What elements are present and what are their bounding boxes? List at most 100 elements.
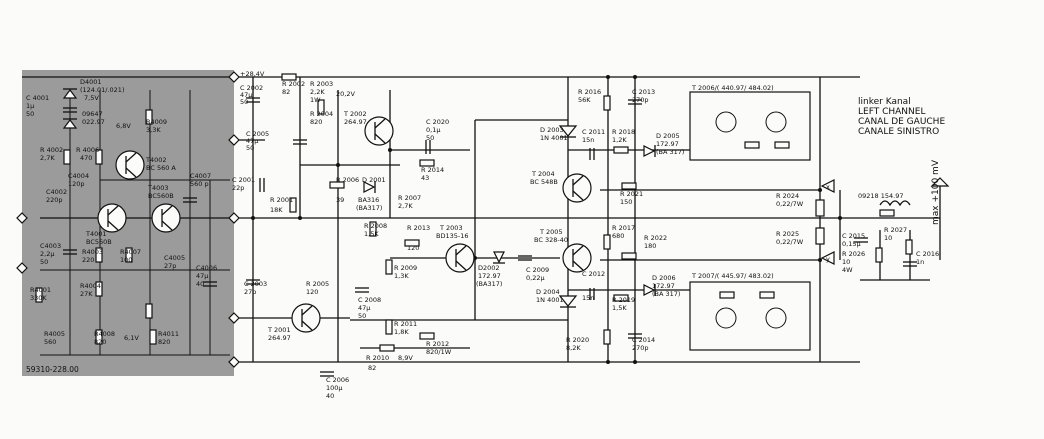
label-c2006: C 2006 xyxy=(326,376,349,384)
label-supply: +28,4V xyxy=(240,70,265,78)
preamp-region-shade xyxy=(22,70,234,376)
label-r2010: R 2010 xyxy=(366,354,389,362)
label-r2027v: 10 xyxy=(884,234,892,242)
label-t2001v: 264.97 xyxy=(268,334,291,342)
label-r2013v: 120 xyxy=(407,244,419,252)
label-t4003: T4003 xyxy=(147,184,169,192)
label-r2003: R 2003 xyxy=(310,80,333,88)
label-r4004v: 27K xyxy=(80,290,93,298)
label-v61: 6,1V xyxy=(124,334,139,342)
label-d2001w: (BA317) xyxy=(356,204,382,212)
label-c2014: C 2014 xyxy=(632,336,655,344)
label-c2020: C 2020 xyxy=(426,118,449,126)
label-c2001v: 22p xyxy=(232,184,244,192)
label-d2001: D 2001 xyxy=(362,176,386,184)
label-t2005: T 2005 xyxy=(539,228,563,236)
label-c2001: C 2001 xyxy=(232,176,255,184)
label-c4004v: 120p xyxy=(68,180,85,188)
resistor-symbols xyxy=(35,73,913,352)
label-c2014v: 270p xyxy=(632,344,649,352)
label-c4007: C4007 xyxy=(190,172,211,180)
label-t2002v: 264.97 xyxy=(344,118,367,126)
label-r2014v: 43 xyxy=(421,174,429,182)
label-r4006v: 470 xyxy=(80,154,92,162)
label-t4003v: BC560B xyxy=(148,192,174,200)
label-c2011: C 2011 xyxy=(582,128,605,136)
label-d2004: D 2004 xyxy=(536,288,560,296)
label-c2006v: 100µ xyxy=(326,384,343,392)
label-r4003: R4003 xyxy=(82,248,103,256)
label-d4001v: (124.01/.021) xyxy=(80,86,124,94)
label-r2011: R 2011 xyxy=(394,320,417,328)
label-c2015v: 0,15µ xyxy=(842,240,861,248)
label-c4004: C4004 xyxy=(68,172,89,180)
label-y: y xyxy=(826,255,830,263)
label-r2009: R 2009 xyxy=(394,264,417,272)
label-c2020w: 50 xyxy=(426,134,434,142)
label-d4001w: 7,5V xyxy=(84,94,99,102)
label-t2003v: BD135-16 xyxy=(436,232,469,240)
label-c2015: C 2015 xyxy=(842,232,865,240)
label-r2004v: 820 xyxy=(310,118,322,126)
label-r2025v: 0,22/7W xyxy=(776,238,804,246)
label-r2010v: 82 xyxy=(368,364,376,372)
label-c4002v: 220p xyxy=(46,196,63,204)
label-r2005: R 2005 xyxy=(306,280,329,288)
label-c2012v: 15n xyxy=(582,294,594,302)
label-r2005v: 120 xyxy=(306,288,318,296)
label-r4007: R4007 xyxy=(120,248,141,256)
label-t2005v: BC 328-40 xyxy=(534,236,568,244)
label-r2022v: 180 xyxy=(644,242,656,250)
label-r2008: R 2008 xyxy=(364,222,387,230)
label-d2005w: (BA 317) xyxy=(656,148,684,156)
label-c2013: C 2013 xyxy=(632,88,655,96)
transistor-symbols xyxy=(97,116,592,333)
label-c2005v: 47µ xyxy=(246,137,258,145)
max-level-label: max +100 mV xyxy=(931,159,941,225)
label-c4002: C4002 xyxy=(46,188,67,196)
label-r2024v: 0,22/7W xyxy=(776,200,804,208)
label-r4001: R4001 xyxy=(30,286,51,294)
label-c2020v: 0,1µ xyxy=(426,126,440,134)
label-r2012v: 820/1W xyxy=(426,348,452,356)
label-r2026v: 10 xyxy=(842,258,850,266)
label-r2019: R 2019 xyxy=(612,296,635,304)
label-r2019v: 1,5K xyxy=(612,304,627,312)
label-o9647: 09647 xyxy=(82,110,103,118)
label-c4003v: 2,2µ xyxy=(40,250,54,258)
label-c2009v: 0,22µ xyxy=(526,274,545,282)
label-c2016: C 2016 xyxy=(916,250,939,258)
label-r4006: R 4006 xyxy=(76,146,99,154)
label-d2002v: 172.97 xyxy=(478,272,501,280)
label-r2020: R 2020 xyxy=(566,336,589,344)
label-t2007: T 2007/( 445.97/ 483.02) xyxy=(691,272,774,280)
label-x: x xyxy=(826,183,830,191)
label-t2002: T 2002 xyxy=(343,110,367,118)
capacitor-symbols xyxy=(63,97,917,377)
label-r2006: R 2006 xyxy=(336,176,359,184)
label-r2017: R 2017 xyxy=(612,224,635,232)
label-t4001v: BC560B xyxy=(86,238,112,246)
label-c2012: C 2012 xyxy=(582,270,605,278)
label-c2005: C 2005 xyxy=(246,130,269,138)
label-o9218: 09218 154.97 xyxy=(858,192,904,200)
label-t2006: T 2006/( 440.97/ 484.02) xyxy=(691,84,774,92)
label-r2025: R 2025 xyxy=(776,230,799,238)
label-t4002: T4002 xyxy=(145,156,167,164)
label-r4008v: 820 xyxy=(94,338,106,346)
label-r4002: R 4002 xyxy=(40,146,63,154)
label-r4004: R4004 xyxy=(80,282,101,290)
label-c2008v: 47µ xyxy=(358,304,370,312)
label-c4005v: 27p xyxy=(164,262,176,270)
channel-title-fr: CANAL DE GAUCHE xyxy=(858,117,945,127)
channel-title-en: LEFT CHANNEL xyxy=(858,107,925,117)
label-c4007v: 560 p xyxy=(190,180,209,188)
part-number: 59310-228.00 xyxy=(26,365,79,374)
channel-title-de: linker Kanal xyxy=(858,97,911,107)
label-c2002w: 50 xyxy=(240,98,248,106)
label-r4008: R4008 xyxy=(94,330,115,338)
label-t2004: T 2004 xyxy=(531,170,555,178)
label-r2007: R 2007 xyxy=(398,194,421,202)
label-c2008: C 2008 xyxy=(358,296,381,304)
